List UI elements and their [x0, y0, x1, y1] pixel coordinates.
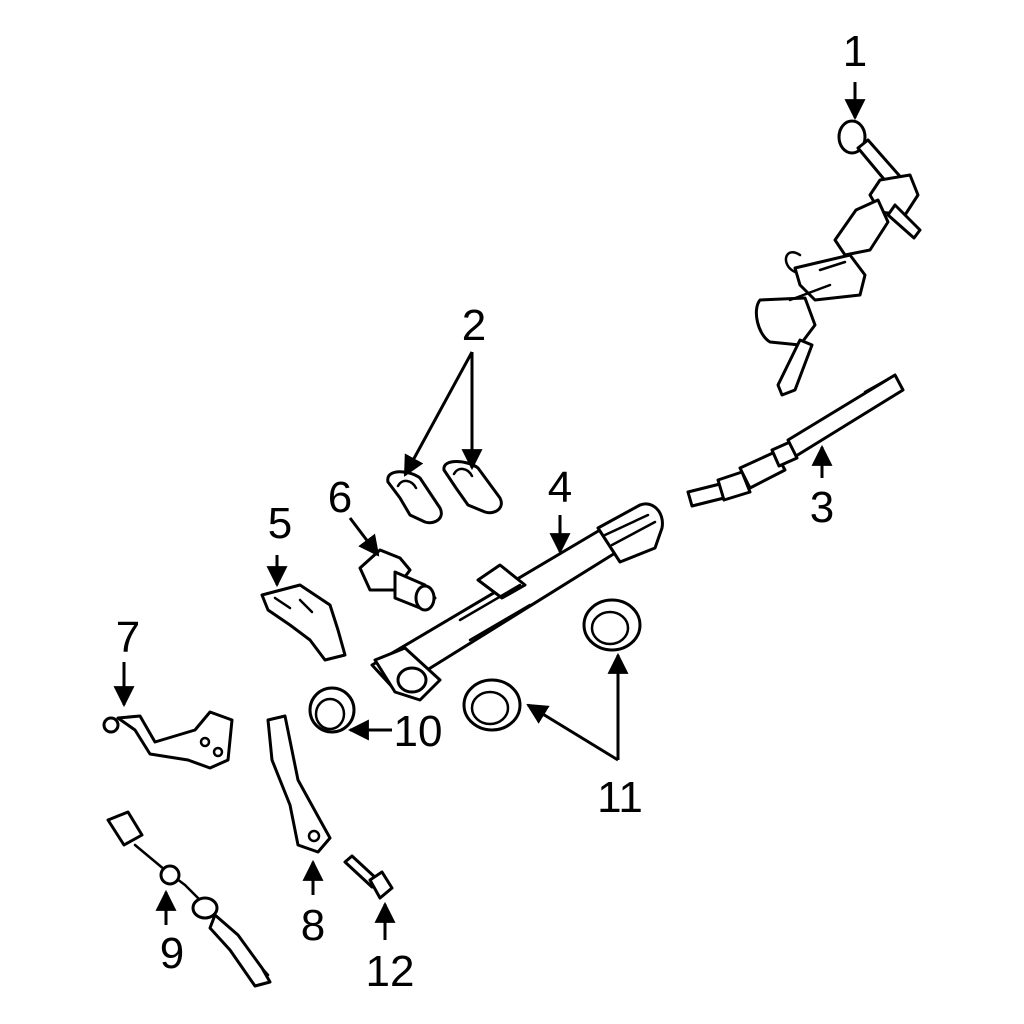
part-2-clamps[interactable]	[386, 460, 503, 525]
callout-4: 4	[548, 463, 572, 512]
callout-11: 11	[597, 773, 643, 822]
part-4-column-jacket[interactable]	[370, 502, 664, 702]
callout-5: 5	[268, 499, 292, 548]
leader-2a	[403, 351, 474, 477]
callout-7: 7	[116, 613, 140, 662]
part-1-shift-lever[interactable]	[754, 119, 922, 397]
callout-9: 9	[160, 929, 184, 978]
leader-11a	[526, 703, 619, 762]
part-10-bushing[interactable]	[308, 686, 356, 734]
callout-2: 2	[462, 301, 486, 350]
part-7-lever-bracket[interactable]	[102, 710, 234, 770]
part-12-pin[interactable]	[343, 854, 394, 900]
callout-8: 8	[301, 901, 325, 950]
callout-6: 6	[328, 473, 352, 522]
callout-1: 1	[843, 27, 867, 76]
part-3-intermediate-shaft[interactable]	[686, 373, 905, 508]
part-11-bushings[interactable]	[462, 598, 642, 732]
leader-6	[348, 517, 380, 557]
part-5-bracket[interactable]	[260, 583, 347, 662]
part-6-lock-housing[interactable]	[358, 548, 437, 612]
part-8-lever-arm[interactable]	[266, 714, 332, 854]
callout-3: 3	[810, 483, 834, 532]
part-9-cable-sensor[interactable]	[106, 810, 272, 988]
callout-12: 12	[366, 947, 415, 996]
callout-10: 10	[394, 707, 443, 756]
